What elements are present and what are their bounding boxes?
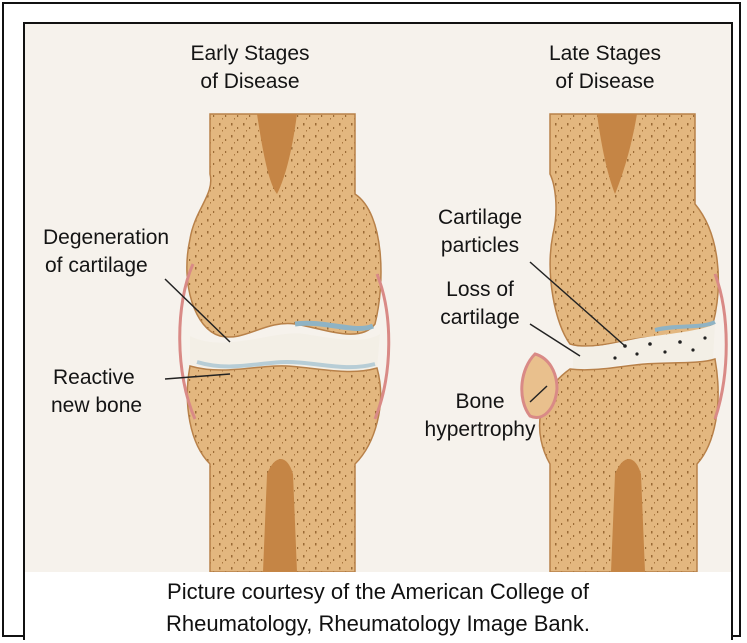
hypertrophy-label-line1: Bone [420, 388, 540, 415]
credit-line1: Picture courtesy of the American College… [25, 576, 731, 608]
credit-line2: Rheumatology, Rheumatology Image Bank. [25, 608, 731, 640]
loss-label-line2: cartilage [420, 304, 540, 331]
late-title-line2: of Disease [530, 68, 680, 95]
late-title-line1: Late Stages [530, 40, 680, 67]
knee-illustration: Early Stages of Disease Late Stages of D… [25, 24, 731, 572]
outer-frame: Early Stages of Disease Late Stages of D… [2, 2, 741, 637]
reactive-label-line1: Reactive [53, 364, 135, 391]
particles-label-line2: particles [420, 232, 540, 259]
early-title-line1: Early Stages [175, 40, 325, 67]
degeneration-label-line2: of cartilage [45, 252, 148, 279]
hypertrophy-label-line2: hypertrophy [410, 416, 550, 443]
particles-label-line1: Cartilage [420, 204, 540, 231]
late-femur [550, 114, 718, 346]
early-knee [165, 114, 389, 572]
early-title-line2: of Disease [175, 68, 325, 95]
knee-joint-diagram [25, 24, 731, 572]
early-tibia-marrow [263, 459, 297, 572]
image-credit: Picture courtesy of the American College… [25, 576, 731, 640]
degeneration-label-line1: Degeneration [43, 224, 169, 251]
figure-frame: Early Stages of Disease Late Stages of D… [23, 22, 733, 640]
late-tibia-marrow [611, 459, 645, 572]
reactive-label-line2: new bone [51, 392, 142, 419]
loss-label-line1: Loss of [420, 276, 540, 303]
late-knee [522, 114, 726, 572]
